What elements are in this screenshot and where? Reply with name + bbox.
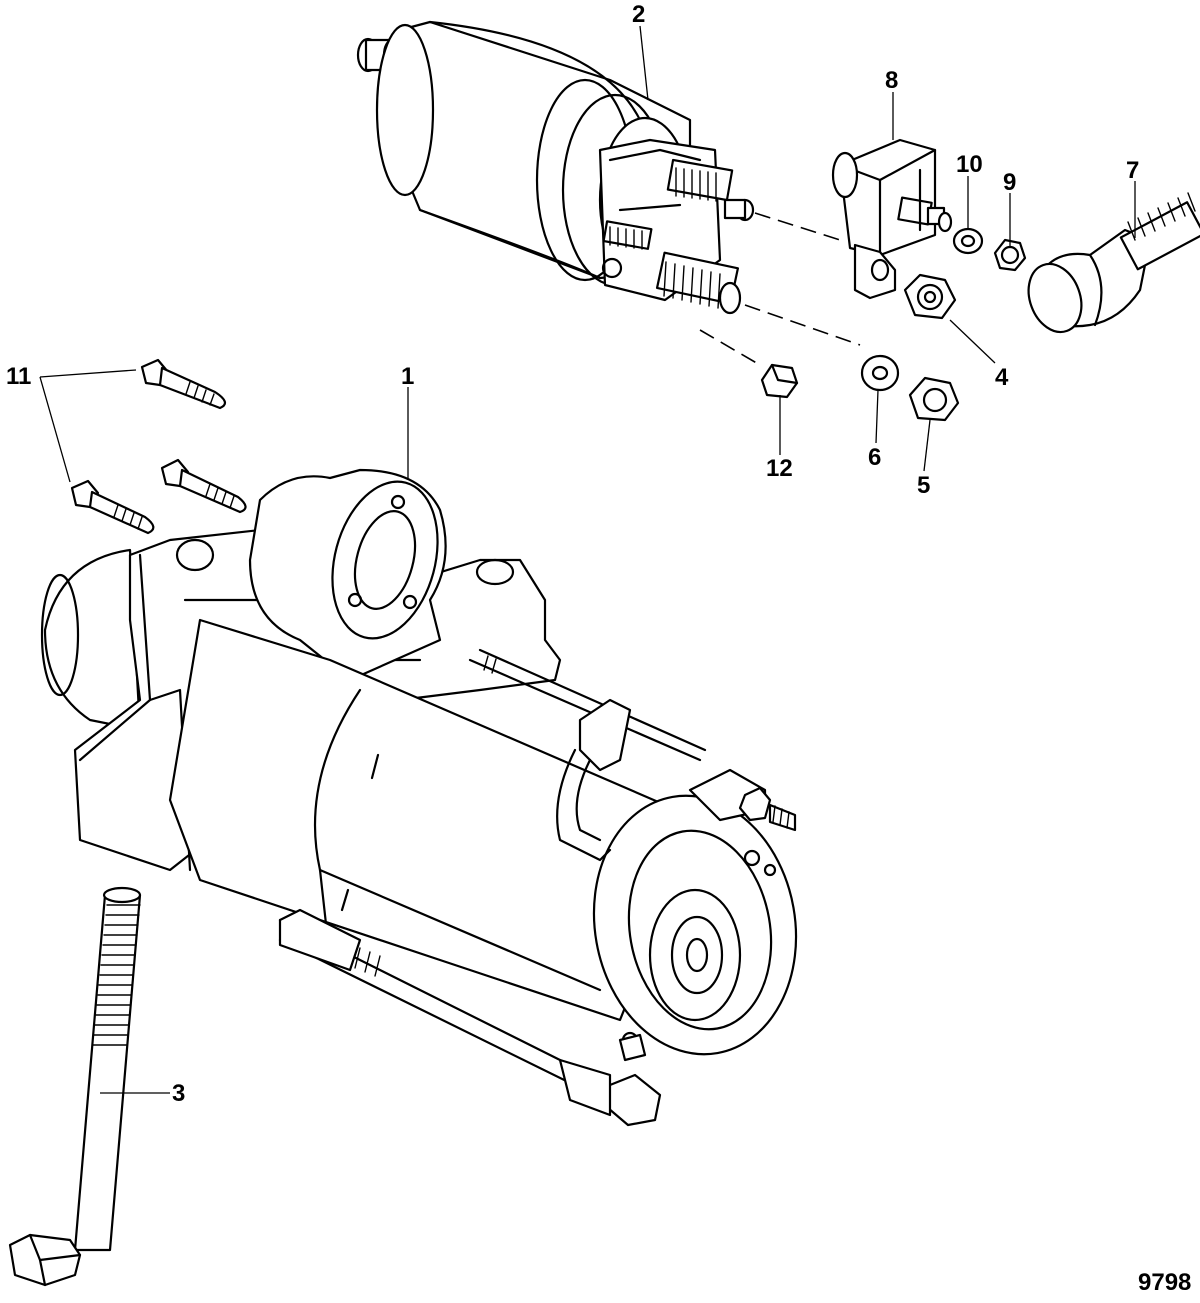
nut-icon-4 [903, 273, 957, 320]
bolt-icon-11a [140, 358, 227, 410]
nut-icon-12 [760, 363, 799, 399]
washer-icon-10 [952, 227, 984, 255]
connector-icon [831, 138, 953, 300]
callout-6: 6 [868, 444, 881, 471]
nut-icon-9 [993, 238, 1027, 272]
terminal-boot-icon [1027, 192, 1200, 334]
callout-8: 8 [885, 67, 898, 94]
washer-icon-6 [860, 354, 900, 392]
lower-stud [655, 251, 742, 315]
figure-number: 9798 [1138, 1269, 1191, 1296]
callout-11: 11 [6, 363, 31, 390]
callout-5: 5 [917, 472, 930, 499]
bolt-icon-3 [8, 886, 142, 1287]
callout-10: 10 [956, 151, 983, 178]
starter-motor-icon [40, 468, 798, 1127]
nut-icon-5 [908, 376, 960, 422]
callout-9: 9 [1003, 169, 1016, 196]
callout-1: 1 [401, 363, 414, 390]
callout-12: 12 [766, 455, 793, 482]
solenoid-icon [356, 20, 755, 315]
callout-2: 2 [632, 1, 645, 28]
callout-4: 4 [995, 364, 1009, 391]
bolt-icon-11c [70, 479, 155, 535]
bolt-icon-11b [160, 458, 247, 514]
callout-7: 7 [1126, 157, 1139, 184]
callout-3: 3 [172, 1080, 185, 1107]
upper-stud [666, 158, 755, 222]
